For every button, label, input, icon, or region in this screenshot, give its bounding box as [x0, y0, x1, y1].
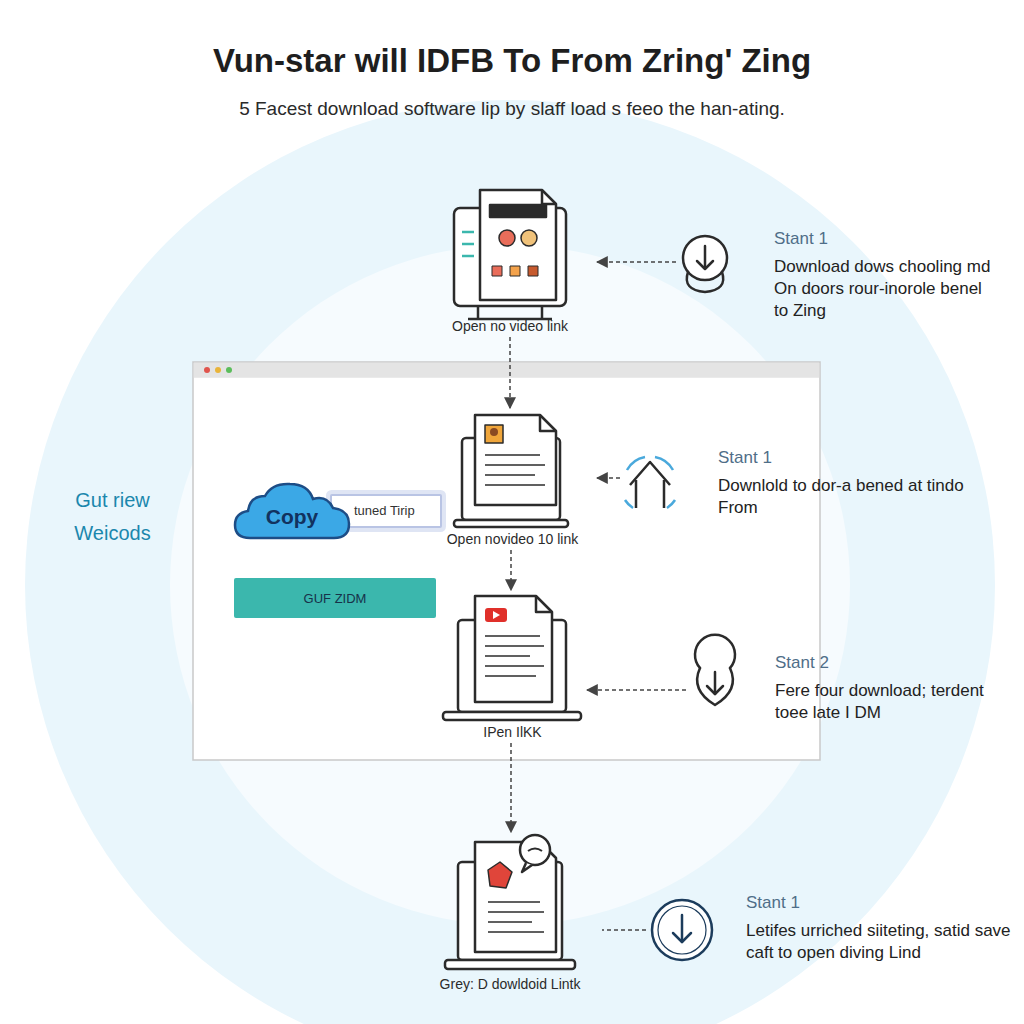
cloud-outline: [235, 484, 349, 538]
device-caption: Open no video link: [452, 318, 568, 335]
step-text: Fere four download; terdent toee late I …: [775, 680, 1018, 724]
step-heading: Stant 1: [774, 228, 996, 250]
cloud-node: Copy: [232, 480, 352, 542]
step-text: Letifes urriched siiteting, satid save c…: [746, 920, 1016, 964]
device-node: Grey: D dowldoid Lintk: [420, 834, 600, 993]
step-heading: Stant 2: [775, 652, 1018, 674]
device-caption: Open novideo 10 link: [447, 531, 579, 548]
device-caption: Grey: D dowldoid Lintk: [440, 976, 581, 993]
button-text: GUF ZIDM: [304, 591, 367, 606]
home-icon: [625, 457, 675, 508]
subtitle: 5 Facest download software lip by slaff …: [12, 98, 1012, 120]
dashed-connector: [597, 477, 620, 479]
device-node: IPen IlKK: [440, 592, 585, 741]
dashed-connector: [509, 337, 511, 408]
cloud-text: Copy: [266, 505, 319, 529]
laptop-icon: [454, 415, 568, 527]
step-text: Download dows chooling md On doors rour-…: [774, 256, 996, 322]
download-icon: [683, 236, 727, 292]
step-node: Stant 2 Fere four download; terdent toee …: [688, 652, 1018, 724]
laptop-icon: [445, 835, 575, 969]
input-text: tuned Tirip: [354, 503, 434, 519]
device-node: Open no video link: [425, 185, 595, 335]
side-label: Gut riew Weicods: [45, 484, 180, 550]
browser-window: [193, 362, 820, 760]
inner-circle: [170, 245, 850, 925]
dashed-connector: [597, 261, 676, 263]
step-heading: Stant 1: [718, 447, 994, 469]
step-heading: Stant 1: [746, 892, 1016, 914]
button-node: GUF ZIDM: [234, 578, 436, 618]
download-icon: [695, 635, 735, 705]
step-node: Stant 1 Download dows chooling md On door…: [678, 228, 996, 322]
outer-ring: [25, 100, 995, 1024]
device-node: Open novideo 10 link: [430, 410, 595, 548]
dashed-connector: [510, 743, 512, 832]
dashed-connector: [602, 929, 646, 931]
dashed-connector: [587, 689, 686, 691]
device-caption: IPen IlKK: [483, 724, 541, 741]
dashed-connector: [510, 550, 512, 590]
diagram-title: Vun-star will IDFB To From Zring' Zing: [12, 42, 1012, 80]
laptop-icon: [443, 596, 581, 720]
step-text: Downlold to dor-a bened at tindo From: [718, 475, 994, 519]
step-node: Stant 1 Letifes urriched siiteting, satid…: [648, 892, 1016, 964]
step-node: Stant 1 Downlold to dor-a bened at tindo …: [622, 447, 994, 519]
download-icon: [652, 900, 712, 960]
tablet-icon: [454, 190, 566, 319]
